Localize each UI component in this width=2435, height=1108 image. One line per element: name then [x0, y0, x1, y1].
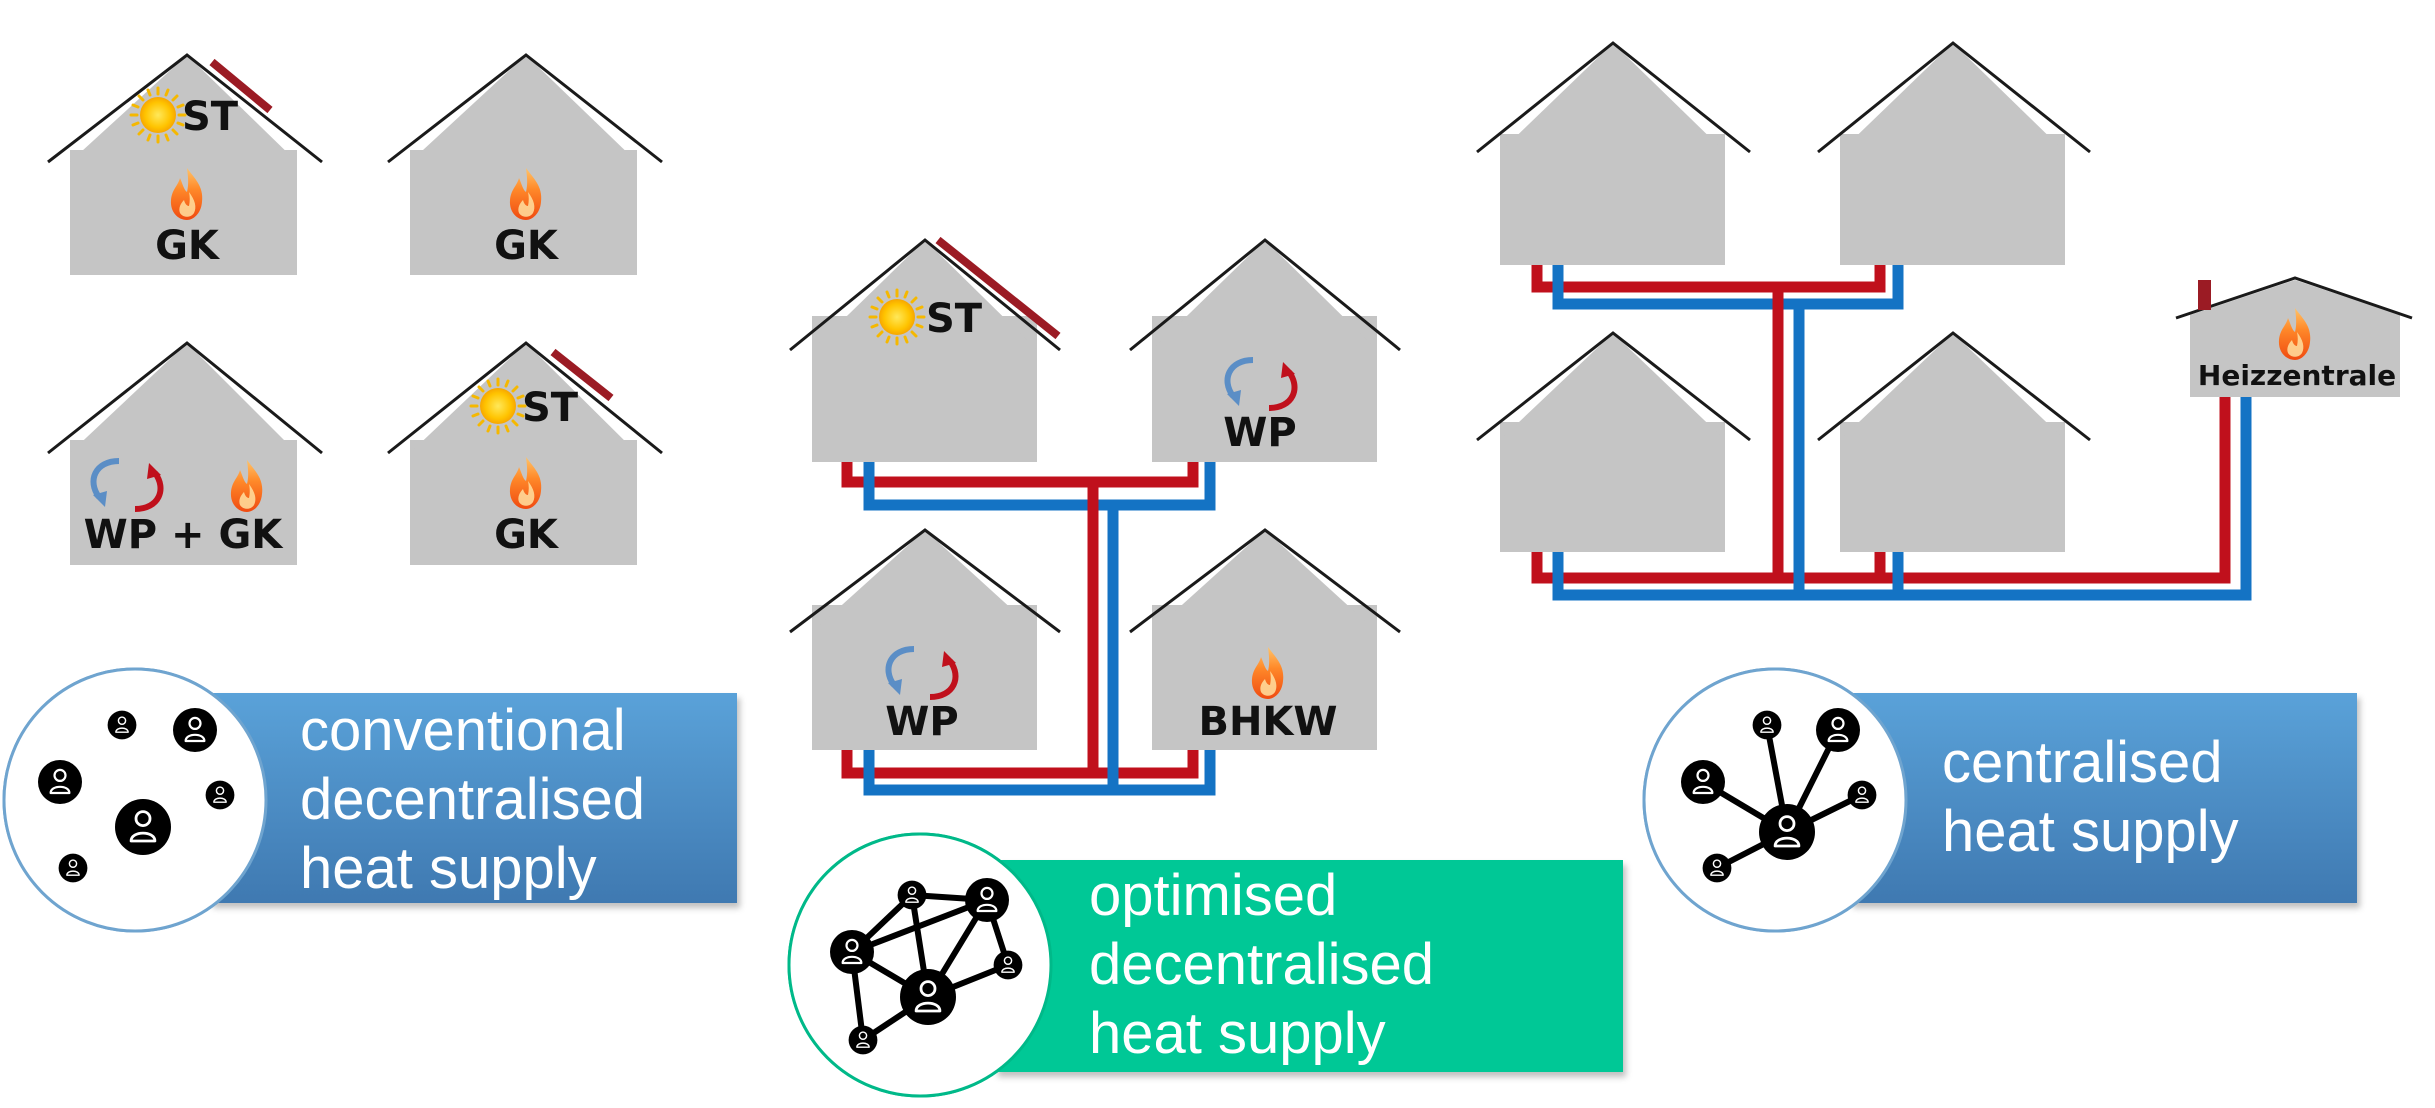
caption-conventional: conventional decentralised heat supply: [300, 696, 645, 903]
caption-line: centralised: [1942, 730, 2223, 795]
house-body: [1152, 316, 1377, 462]
house-gable: [70, 343, 297, 453]
district-heating-pipes: [841, 260, 2252, 796]
house: [789, 236, 1061, 462]
roof-line: [2175, 276, 2413, 320]
house-body: [812, 605, 1037, 750]
caption-line: heat supply: [300, 836, 597, 901]
conventional-house-group: ST GK GK WP + GK ST GK: [84, 86, 579, 558]
house-gable: [1840, 43, 2065, 152]
house: [1129, 238, 1401, 462]
solar-panel: [209, 58, 273, 114]
roof-line: [1129, 238, 1401, 352]
caption-line: conventional: [300, 698, 626, 763]
house-label-st: ST: [182, 94, 239, 140]
house-label-st: ST: [522, 385, 579, 431]
house-gable: [70, 55, 297, 162]
caption-line: heat supply: [1942, 799, 2239, 864]
chimney-icon: [2198, 280, 2211, 310]
roof-line: [387, 341, 663, 455]
caption-line: decentralised: [1089, 932, 1434, 997]
house-gable: [1152, 530, 1377, 632]
house-gable: [1500, 333, 1725, 440]
caption-line: heat supply: [1089, 1001, 1386, 1066]
roof-line: [1817, 41, 2091, 154]
house-gable: [410, 343, 637, 453]
house-label-wp: WP: [885, 699, 958, 745]
roof-line: [789, 528, 1061, 634]
caption-centralised: centralised heat supply: [1942, 728, 2239, 866]
house: [789, 528, 1061, 750]
caption-line: optimised: [1089, 863, 1338, 928]
heizzentrale-building: [2175, 276, 2413, 397]
house-body: [812, 316, 1037, 462]
roof-line: [47, 341, 323, 455]
house-body: [1500, 422, 1725, 552]
house-label-gk: GK: [494, 512, 560, 558]
house: [1476, 41, 1751, 265]
pipe-network-optimised: [841, 455, 1216, 796]
solar-panel: [935, 236, 1061, 340]
house-label-wp-gk: WP + GK: [84, 512, 285, 558]
roof-line: [1817, 331, 2091, 442]
house-gable: [1152, 240, 1377, 350]
caption-box-centralised: [1850, 693, 2357, 903]
roof-line: [789, 238, 1061, 352]
roof-line: [387, 53, 663, 164]
centralised-house-group: Heizzentrale: [2198, 308, 2396, 392]
house-gable: [1840, 333, 2065, 440]
heizzentrale-gable: [2190, 280, 2400, 315]
caption-optimised: optimised decentralised heat supply: [1089, 861, 1434, 1068]
house-label-bhkw: BHKW: [1198, 699, 1337, 745]
caption-line: decentralised: [300, 767, 645, 832]
house-label-wp: WP: [1223, 410, 1296, 456]
house: [1817, 331, 2091, 552]
house: [1817, 41, 2091, 265]
house: [387, 341, 663, 565]
house-gable: [1500, 43, 1725, 152]
heizzentrale-label: Heizzentrale: [2198, 359, 2396, 392]
roof-line: [1476, 41, 1751, 154]
roof-line: [1476, 331, 1751, 442]
caption-box-optimised: [995, 860, 1623, 1072]
house-label-gk: GK: [155, 223, 221, 269]
house-gable: [812, 530, 1037, 632]
house-label-gk: GK: [494, 223, 560, 269]
house-gable: [410, 55, 637, 162]
caption-box-conventional: [210, 693, 737, 903]
solar-panel: [550, 348, 614, 402]
pipe-network-centralised: [1531, 260, 2252, 601]
optimised-house-group: ST WP WP BHKW: [868, 288, 1338, 745]
house-body: [1840, 134, 2065, 265]
house: [1476, 331, 1751, 552]
house-body: [1840, 422, 2065, 552]
house-body: [1500, 134, 1725, 265]
house-gable: [812, 240, 1037, 350]
roof-line: [47, 53, 323, 164]
house-label-st: ST: [926, 296, 983, 342]
roof-line: [1129, 528, 1401, 634]
